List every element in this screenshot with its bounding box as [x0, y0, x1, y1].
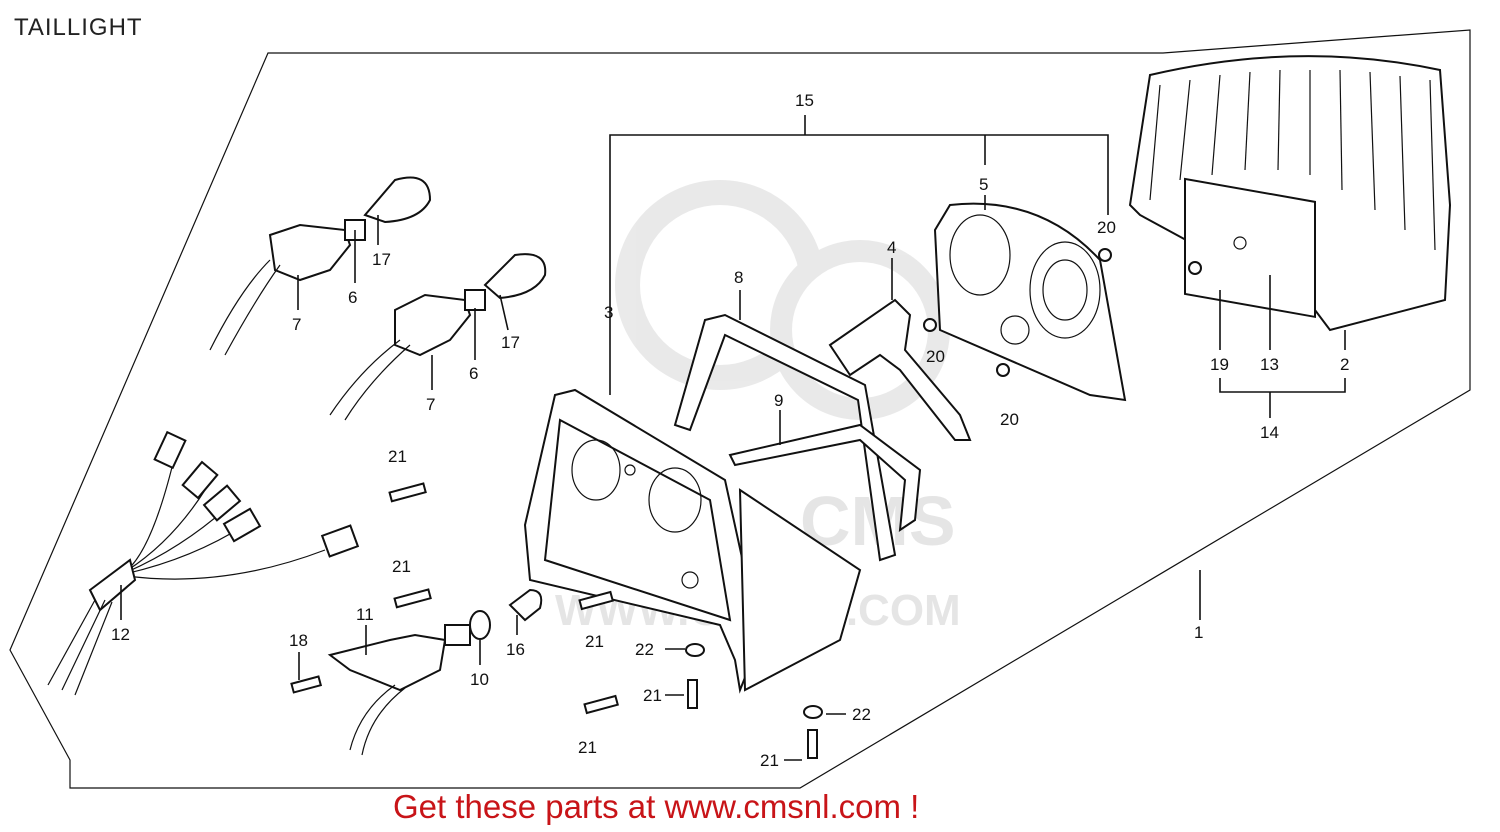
callout-14: 14: [1260, 423, 1279, 442]
callout-21f: 21: [760, 751, 779, 770]
part-wire-harness: [47, 430, 360, 696]
callout-dashes: [665, 648, 846, 761]
callout-9: 9: [774, 391, 783, 410]
callout-13: 13: [1260, 355, 1279, 374]
callouts: 1 2 3 4 5 6 6 7 7 8 9 10 11 12 13 14 15 …: [111, 91, 1349, 770]
callout-3: 3: [604, 303, 613, 322]
leader-lines: [120, 115, 1346, 680]
callout-16: 16: [506, 640, 525, 659]
callout-21e: 21: [578, 738, 597, 757]
callout-6b: 6: [469, 364, 478, 383]
part-reflector: [933, 202, 1127, 402]
callout-8: 8: [734, 268, 743, 287]
part-bracket: [828, 298, 972, 441]
callout-7a: 7: [292, 315, 301, 334]
part-socket-upper: [209, 176, 432, 356]
callout-19: 19: [1210, 355, 1229, 374]
part-stay: [673, 313, 897, 562]
callout-5: 5: [979, 175, 988, 194]
callout-12: 12: [111, 625, 130, 644]
callout-21b: 21: [392, 557, 411, 576]
callout-11: 11: [356, 605, 374, 624]
callout-17b: 17: [501, 333, 520, 352]
callout-21c: 21: [585, 632, 604, 651]
callout-17a: 17: [372, 250, 391, 269]
part-socket-lower: [329, 253, 547, 421]
callout-20b: 20: [926, 347, 945, 366]
buy-parts-link[interactable]: Get these parts at www.cmsnl.com !: [393, 788, 920, 825]
callout-22a: 22: [635, 640, 654, 659]
callout-18: 18: [289, 631, 308, 650]
callout-21a: 21: [388, 447, 407, 466]
callout-7b: 7: [426, 395, 435, 414]
part-license-socket: [327, 588, 543, 756]
diagram-title: TAILLIGHT: [14, 14, 143, 41]
callout-22b: 22: [852, 705, 871, 724]
callout-2: 2: [1340, 355, 1349, 374]
callout-6a: 6: [348, 288, 357, 307]
callout-20a: 20: [1097, 218, 1116, 237]
part-base: [523, 388, 862, 694]
part-lens: [1128, 55, 1452, 332]
assembly-frame: [9, 29, 1471, 789]
fasteners: [290, 248, 1202, 759]
callout-4: 4: [887, 238, 896, 257]
callout-1: 1: [1194, 623, 1203, 642]
callout-21d: 21: [643, 686, 662, 705]
callout-15: 15: [795, 91, 814, 110]
part-rod: [728, 423, 922, 533]
callout-10: 10: [470, 670, 489, 689]
callout-20c: 20: [1000, 410, 1019, 429]
